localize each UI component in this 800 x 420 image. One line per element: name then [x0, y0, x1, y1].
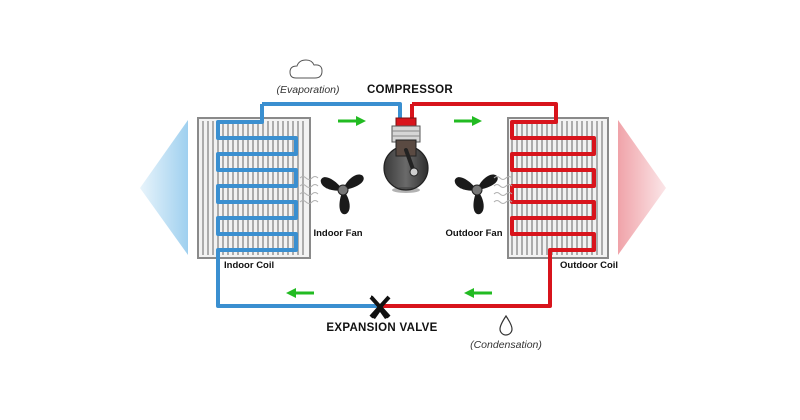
fan-blade: [343, 174, 364, 190]
evaporation-label: (Evaporation): [276, 84, 339, 96]
indoor-coil-tubing: [216, 104, 380, 308]
compressor-icon: [383, 117, 429, 193]
expansion-valve-label: EXPANSION VALVE: [326, 322, 437, 334]
indoor-airflow-lines: [299, 176, 319, 204]
outdoor-airflow-lines: [493, 176, 513, 204]
outdoor-fan-label: Outdoor Fan: [446, 228, 503, 239]
indoor-fan-icon: [320, 174, 364, 215]
flow-arrow-bottom-right: [464, 288, 492, 298]
fan-blade: [339, 190, 350, 215]
flow-arrow-top-right: [454, 116, 482, 126]
cloud-icon: [289, 59, 323, 79]
fan-hub: [471, 184, 483, 196]
fan-blade: [320, 177, 343, 191]
fan-hub: [337, 184, 349, 196]
droplet-icon: [499, 314, 513, 336]
outdoor-fan-icon: [454, 174, 498, 215]
expansion-valve-icon: [369, 295, 391, 319]
flow-arrow-bottom-left: [286, 288, 314, 298]
indoor-fan-label: Indoor Fan: [313, 228, 362, 239]
cold-air-arrow: [140, 120, 188, 255]
outdoor-coil-tubing: [380, 102, 596, 308]
compressor-label: COMPRESSOR: [367, 84, 453, 96]
outdoor-coil-label: Outdoor Coil: [560, 260, 618, 271]
indoor-coil-label: Indoor Coil: [224, 260, 274, 271]
fan-blade: [454, 177, 477, 191]
hot-air-arrow: [618, 120, 666, 255]
fan-blade: [473, 190, 484, 215]
fan-blade: [477, 174, 498, 190]
flow-arrow-top-left: [338, 116, 366, 126]
condensation-label: (Condensation): [470, 339, 542, 351]
suction-line: [262, 102, 402, 122]
